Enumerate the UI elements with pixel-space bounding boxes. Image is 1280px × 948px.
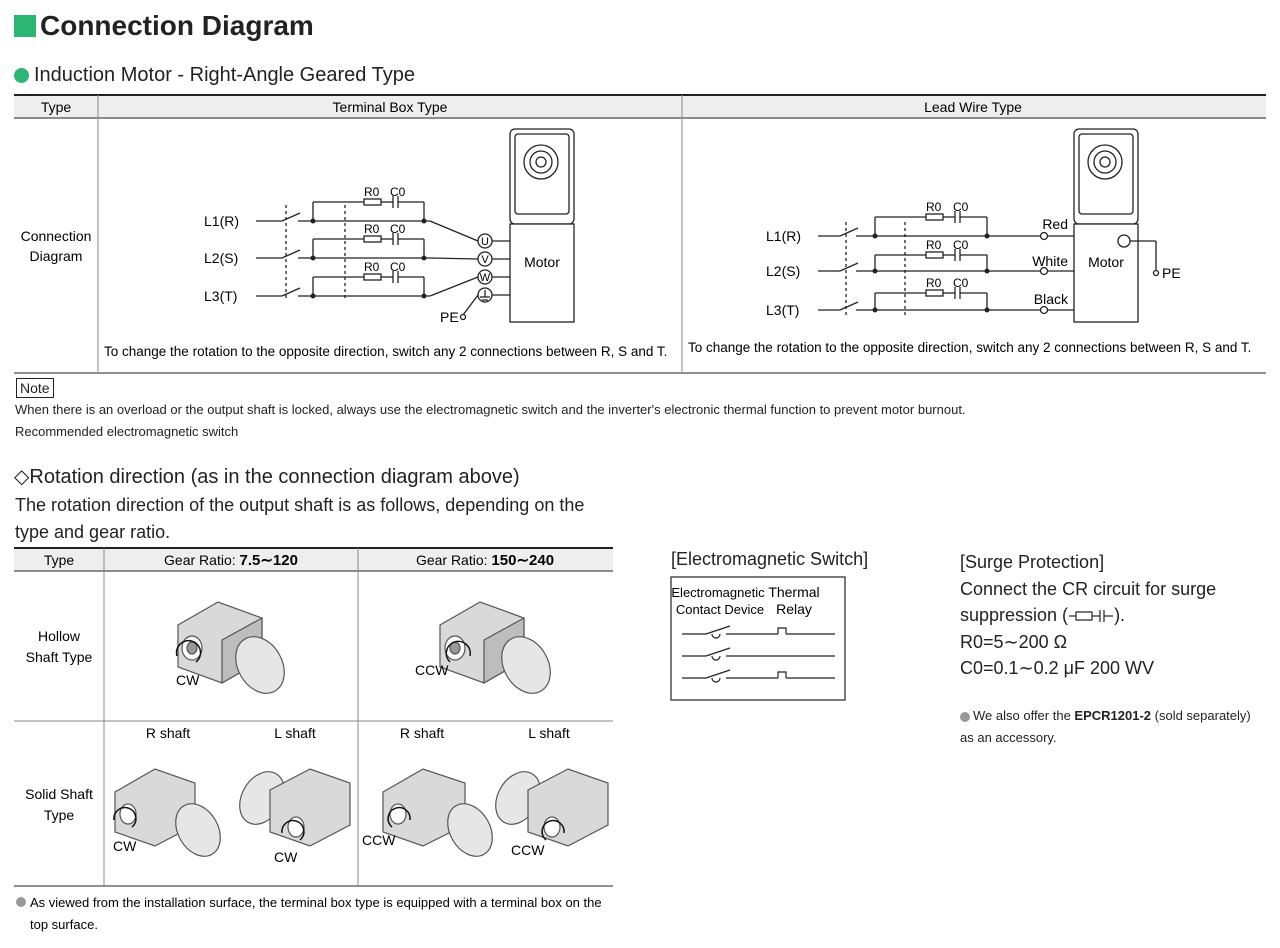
- solid-r-ccw-label: CCW: [362, 832, 396, 848]
- lead-r0-label-3: R0: [926, 276, 942, 290]
- surge-line1: Connect the CR circuit for surge: [960, 578, 1217, 599]
- motor-illustration-solid-l-ccw: [495, 768, 609, 847]
- term-c0-label-3: C0: [390, 260, 406, 274]
- footnote-bullet-icon: [16, 897, 26, 907]
- note-line1: When there is an overload or the output …: [15, 402, 966, 417]
- lead-line-l3: L3(T): [766, 302, 799, 318]
- lead-c0-label-3: C0: [953, 276, 969, 290]
- term-pe-label: PE: [440, 309, 459, 325]
- term-c0-label-2: C0: [390, 222, 406, 236]
- lead-caption: To change the rotation to the opposite d…: [688, 340, 1251, 355]
- solid-label-2: Type: [44, 807, 75, 823]
- solid-label-1: Solid Shaft: [25, 786, 93, 802]
- wire-white: White: [1032, 253, 1068, 269]
- surge-line2: suppression ().: [960, 605, 1126, 625]
- surge-protection: [Surge Protection] Connect the CR circui…: [960, 549, 1216, 682]
- lead-r0-label-2: R0: [926, 238, 942, 252]
- title-square-icon: [14, 15, 36, 37]
- r-shaft-label-2: R shaft: [400, 725, 444, 741]
- term-line-l1: L1(R): [204, 213, 239, 229]
- term-line-l2: L2(S): [204, 250, 238, 266]
- terminal-v: V: [481, 254, 489, 266]
- hollow-label-2: Shaft Type: [26, 649, 93, 665]
- rot-header-gear2: Gear Ratio: 150∼240: [416, 552, 554, 569]
- em-contact-label-2: Contact Device: [676, 602, 764, 617]
- header-type: Type: [41, 99, 72, 115]
- surge-title: [Surge Protection]: [960, 552, 1105, 572]
- rotation-table: Type Gear Ratio: 7.5∼120 Gear Ratio: 150…: [14, 547, 613, 932]
- rotation-footnote-2: top surface.: [30, 917, 98, 932]
- solid-r-cw-label: CW: [113, 838, 137, 854]
- hollow-label-1: Hollow: [38, 628, 81, 644]
- terminal-w: W: [480, 272, 491, 284]
- header-terminal-box: Terminal Box Type: [333, 99, 448, 115]
- lead-wire-diagram: [818, 128, 1160, 323]
- surge-offer: We also offer the EPCR1201-2 (sold separ…: [960, 708, 1251, 745]
- wire-red: Red: [1042, 216, 1068, 232]
- solid-l-ccw-label: CCW: [511, 842, 545, 858]
- lead-pe-label: PE: [1162, 265, 1181, 281]
- wire-black: Black: [1034, 291, 1069, 307]
- motor-illustration-hollow-ccw: [439, 601, 551, 694]
- hollow-ccw-label: CCW: [415, 662, 449, 678]
- em-relay-label-2: Relay: [776, 601, 812, 617]
- lead-c0-label-2: C0: [953, 238, 969, 252]
- cr-circuit-icon: [1069, 610, 1114, 623]
- terminal-box-diagram: [256, 128, 575, 323]
- row-label-line2: Diagram: [30, 248, 83, 264]
- term-line-l3: L3(T): [204, 288, 237, 304]
- motor-illustration-solid-r-cw: [113, 768, 221, 857]
- l-shaft-label-1: L shaft: [274, 725, 316, 741]
- header-lead-wire: Lead Wire Type: [924, 99, 1022, 115]
- term-r0-label: R0: [364, 185, 380, 199]
- page-title: Connection Diagram: [14, 10, 314, 42]
- rot-header-gear1: Gear Ratio: 7.5∼120: [164, 552, 298, 569]
- rotation-title: ◇Rotation direction (as in the connectio…: [14, 466, 520, 488]
- surge-c0: C0=0.1∼0.2 μF 200 WV: [960, 658, 1155, 678]
- rotation-footnote-1: As viewed from the installation surface,…: [30, 895, 602, 910]
- connection-table: Type Terminal Box Type Lead Wire Type Co…: [14, 94, 1266, 374]
- lead-motor-label: Motor: [1088, 254, 1124, 270]
- term-caption: To change the rotation to the opposite d…: [104, 344, 667, 359]
- l-shaft-label-2: L shaft: [528, 725, 570, 741]
- em-switch-diagram: Electromagnetic Contact Device Thermal R…: [670, 576, 846, 701]
- em-contact-label-1: Electromagnetic: [671, 585, 765, 600]
- term-motor-label: Motor: [524, 254, 560, 270]
- solid-l-cw-label: CW: [274, 849, 298, 865]
- lead-c0-label: C0: [953, 200, 969, 214]
- note-label: Note: [16, 378, 54, 398]
- row-label-line1: Connection: [21, 228, 92, 244]
- note-line2: Recommended electromagnetic switch: [15, 424, 239, 439]
- table-header-bg: [14, 95, 1266, 118]
- offer-bullet-icon: [960, 711, 970, 722]
- term-c0-label: C0: [390, 185, 406, 199]
- em-relay-label-1: Thermal: [768, 584, 819, 600]
- motor-illustration-solid-r-ccw: [382, 768, 493, 857]
- motor-illustration-solid-l-cw: [239, 768, 351, 847]
- lead-line-l2: L2(S): [766, 263, 800, 279]
- term-r0-label-2: R0: [364, 222, 380, 236]
- rotation-desc: The rotation direction of the output sha…: [15, 495, 585, 542]
- section-subtitle: Induction Motor - Right-Angle Geared Typ…: [14, 64, 415, 87]
- lead-line-l1: L1(R): [766, 228, 801, 244]
- lead-r0-label: R0: [926, 200, 942, 214]
- em-switch-title: [Electromagnetic Switch]: [671, 549, 869, 569]
- r-shaft-label-1: R shaft: [146, 725, 190, 741]
- terminal-u: U: [481, 236, 489, 248]
- offer-model: EPCR1201-2: [1074, 708, 1152, 723]
- rot-header-type: Type: [44, 552, 75, 568]
- hollow-cw-label: CW: [176, 672, 200, 688]
- motor-illustration-hollow-cw: [175, 601, 285, 694]
- bullet-circle-icon: [14, 68, 29, 83]
- surge-r0: R0=5∼200 Ω: [960, 631, 1068, 652]
- term-r0-label-3: R0: [364, 260, 380, 274]
